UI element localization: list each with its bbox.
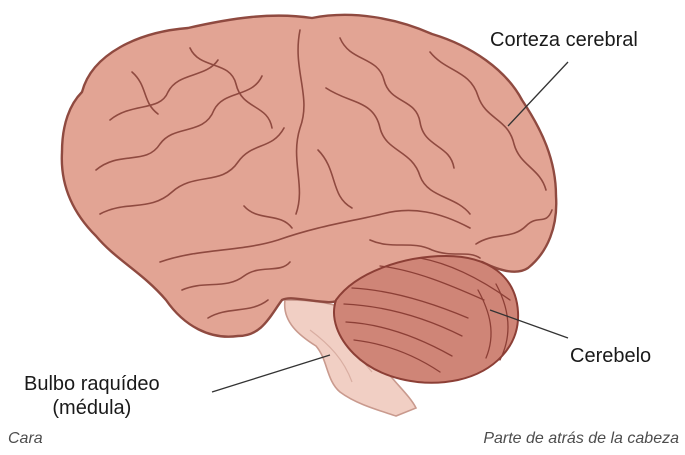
medulla-label: Bulbo raquídeo (médula) [24, 372, 160, 420]
medulla-label-line-2: (médula) [24, 396, 160, 420]
cortex-label: Corteza cerebral [490, 28, 638, 52]
cerebellum-label: Cerebelo [570, 344, 651, 368]
front-orientation-label: Cara [8, 430, 43, 448]
medulla-label-line-1: Bulbo raquídeo [24, 372, 160, 396]
back-orientation-label: Parte de atrás de la cabeza [483, 430, 679, 448]
medulla-leader-line [212, 355, 330, 392]
